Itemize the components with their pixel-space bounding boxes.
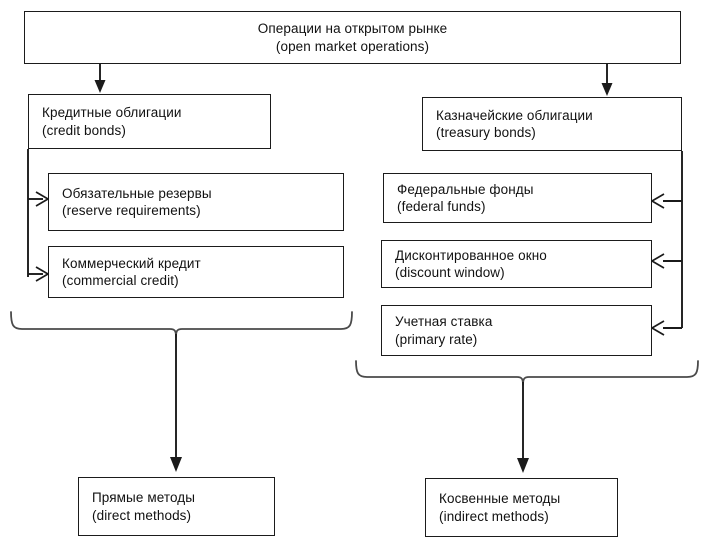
arrow-open-market-to-credit-bonds (94, 64, 106, 93)
node-label-en: (commercial credit) (62, 273, 179, 288)
node-reserve-requirements[interactable]: Обязательные резервы (reserve requiremen… (48, 173, 344, 231)
node-label-ru: Операции на открытом рынке (257, 21, 448, 37)
node-discount-window[interactable]: Дисконтированное окно (discount window) (381, 240, 652, 288)
node-label-ru: Дисконтированное окно (395, 247, 547, 263)
node-label-ru: Прямые методы (92, 490, 196, 506)
node-direct-methods[interactable]: Прямые методы (direct methods) (78, 477, 275, 536)
brace-direct-methods (10, 311, 353, 472)
node-treasury-bonds[interactable]: Казначейские облигации (treasury bonds) (422, 97, 682, 151)
node-label-ru: Казначейские облигации (436, 107, 593, 123)
node-label-ru: Косвенные методы (439, 491, 561, 507)
node-label-ru: Коммерческий кредит (62, 255, 201, 271)
spine-credit-bonds (27, 149, 50, 282)
node-label-en: (federal funds) (397, 199, 486, 214)
node-primary-rate[interactable]: Учетная ставка (primary rate) (381, 305, 652, 356)
node-label-ru: Кредитные облигации (42, 105, 182, 121)
node-label-en: (indirect methods) (439, 508, 549, 524)
brace-indirect-methods (355, 360, 699, 473)
node-label-ru: Обязательные резервы (62, 185, 212, 201)
node-label-ru: Федеральные фонды (397, 181, 534, 197)
spine-treasury-bonds (650, 151, 683, 336)
node-label-en: (reserve requirements) (62, 203, 201, 218)
arrow-open-market-to-treasury-bonds (601, 64, 613, 96)
node-indirect-methods[interactable]: Косвенные методы (indirect methods) (425, 478, 618, 537)
node-credit-bonds[interactable]: Кредитные облигации (credit bonds) (28, 94, 271, 149)
node-federal-funds[interactable]: Федеральные фонды (federal funds) (383, 173, 652, 223)
node-label-en: (open market operations) (275, 38, 430, 54)
node-commercial-credit[interactable]: Коммерческий кредит (commercial credit) (48, 246, 344, 298)
node-label-en: (credit bonds) (42, 122, 126, 138)
node-label-en: (treasury bonds) (436, 125, 536, 140)
node-label-ru: Учетная ставка (395, 314, 493, 330)
node-open-market-operations[interactable]: Операции на открытом рынке (open market … (24, 11, 681, 64)
node-label-en: (direct methods) (92, 507, 192, 523)
node-label-en: (primary rate) (395, 331, 478, 347)
node-label-en: (discount window) (395, 265, 505, 280)
